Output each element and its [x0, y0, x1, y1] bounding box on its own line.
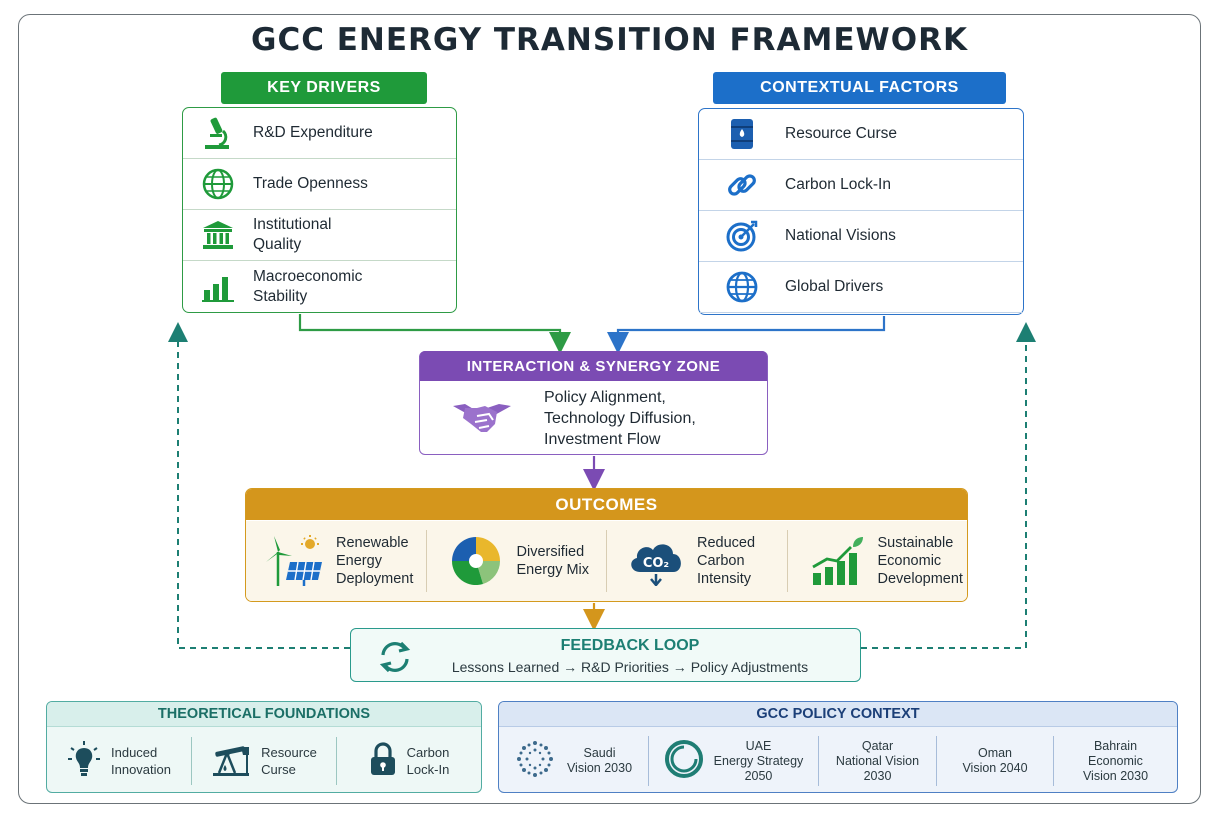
outcome-line: Sustainable	[877, 535, 954, 551]
feedback-loop-text: Lessons Learned → R&D Priorities → Polic…	[451, 659, 809, 675]
policy-line: 2030	[863, 768, 892, 783]
driver-label: Institutional Quality	[253, 216, 332, 253]
outcome-sustainable: Sustainable Economic Development	[788, 530, 968, 592]
foundation-line: Lock-In	[406, 762, 450, 777]
foundation-line: Induced	[111, 745, 158, 760]
driver-label: Macroeconomic Stability	[253, 267, 363, 305]
globe-icon	[183, 167, 253, 201]
policy-line: Economic	[1088, 753, 1143, 768]
target-icon	[699, 219, 785, 253]
lightbulb-icon	[67, 740, 101, 783]
foundation-line: Innovation	[111, 762, 171, 777]
outcome-line: Development	[877, 571, 963, 587]
policy-line: 2050	[744, 768, 773, 783]
policy-line: Vision 2030	[566, 761, 633, 775]
factor-item-carbon-lockin: Carbon Lock-In	[699, 160, 1023, 211]
outcome-line: Energy	[336, 553, 382, 569]
outcome-line: Carbon	[697, 553, 745, 569]
bar-chart-icon	[183, 272, 253, 302]
driver-label: R&D Expenditure	[253, 124, 373, 141]
policy-line: UAE	[745, 738, 772, 753]
driver-item-institutional: Institutional Quality	[183, 210, 456, 261]
factor-label: National Visions	[785, 227, 896, 244]
foundation-line: Carbon	[406, 745, 450, 760]
synergy-line-1: Policy Alignment,	[544, 388, 666, 406]
outcome-renewable: Renewable Energy Deployment	[246, 530, 427, 592]
oil-pump-icon	[211, 741, 251, 782]
driver-item-trade: Trade Openness	[183, 159, 456, 210]
outcome-line: Renewable	[336, 535, 409, 551]
driver-item-rd: R&D Expenditure	[183, 108, 456, 159]
oil-barrel-icon	[699, 116, 785, 152]
policy-line: Oman	[977, 746, 1013, 760]
policy-line: Bahrain	[1093, 738, 1138, 753]
policy-line: Qatar	[861, 738, 894, 753]
svg-text:CO₂: CO₂	[643, 556, 669, 571]
synergy-zone-body: Policy Alignment, Technology Diffusion, …	[420, 382, 767, 454]
feedback-loop-title: FEEDBACK LOOP	[560, 637, 700, 654]
pie-chart-icon	[441, 535, 511, 587]
globe-icon	[699, 270, 785, 304]
growth-chart-icon	[802, 535, 872, 587]
padlock-icon	[369, 741, 397, 782]
outcome-line: Economic	[877, 553, 942, 569]
outcome-line: Diversified	[516, 544, 585, 560]
foundation-line: Curse	[261, 762, 296, 777]
refresh-cycle-icon	[375, 639, 415, 680]
handshake-icon	[420, 398, 544, 438]
synergy-zone-header: INTERACTION & SYNERGY ZONE	[420, 351, 767, 381]
policy-line: Vision 2030	[1082, 768, 1149, 783]
outcome-line: Energy Mix	[516, 562, 590, 578]
outcome-line: Deployment	[336, 571, 414, 587]
uae-strategy-logo-icon	[664, 739, 704, 784]
outcome-line: Reduced	[697, 535, 756, 551]
outcome-line: Intensity	[697, 571, 751, 587]
factor-label: Resource Curse	[785, 125, 897, 142]
saudi-vision-logo-icon	[515, 739, 555, 784]
chain-link-icon	[699, 168, 785, 202]
synergy-line-2: Technology Diffusion,	[544, 409, 696, 427]
gcc-policy-context-header: GCC POLICY CONTEXT	[499, 702, 1177, 727]
policy-line: Energy Strategy	[713, 753, 804, 768]
outcome-carbon: CO₂ Reduced Carbon Intensity	[607, 530, 788, 592]
factor-label: Global Drivers	[785, 278, 884, 295]
factor-item-global-drivers: Global Drivers	[699, 262, 1023, 313]
page-title: GCC ENERGY TRANSITION FRAMEWORK	[251, 22, 968, 58]
institution-icon	[183, 219, 253, 251]
synergy-line-3: Investment Flow	[544, 430, 661, 448]
key-drivers-panel: R&D Expenditure Trade Openness Instituti…	[182, 107, 457, 313]
foundation-line: Resource	[261, 745, 317, 760]
contextual-factors-header: CONTEXTUAL FACTORS	[713, 72, 1006, 104]
factor-item-national-visions: National Visions	[699, 211, 1023, 262]
driver-label: Trade Openness	[253, 175, 368, 192]
policy-line: National Vision	[835, 753, 920, 768]
policy-line: Saudi	[583, 746, 616, 760]
outcomes-list: Renewable Energy Deployment Diversified …	[246, 521, 967, 601]
contextual-factors-panel: Resource Curse Carbon Lock-In National V…	[698, 108, 1024, 315]
feedback-loop-panel	[350, 628, 861, 682]
driver-item-macro: Macroeconomic Stability	[183, 261, 456, 312]
microscope-icon	[183, 115, 253, 151]
co2-cloud-icon: CO₂	[621, 536, 691, 586]
factor-item-resource-curse: Resource Curse	[699, 109, 1023, 160]
policy-line: Vision 2040	[962, 761, 1028, 775]
renewables-icon	[260, 534, 330, 588]
outcomes-header: OUTCOMES	[246, 489, 967, 520]
factor-label: Carbon Lock-In	[785, 176, 891, 193]
outcome-diversified: Diversified Energy Mix	[427, 530, 607, 592]
key-drivers-header: KEY DRIVERS	[221, 72, 427, 104]
theoretical-foundations-header: THEORETICAL FOUNDATIONS	[47, 702, 481, 727]
